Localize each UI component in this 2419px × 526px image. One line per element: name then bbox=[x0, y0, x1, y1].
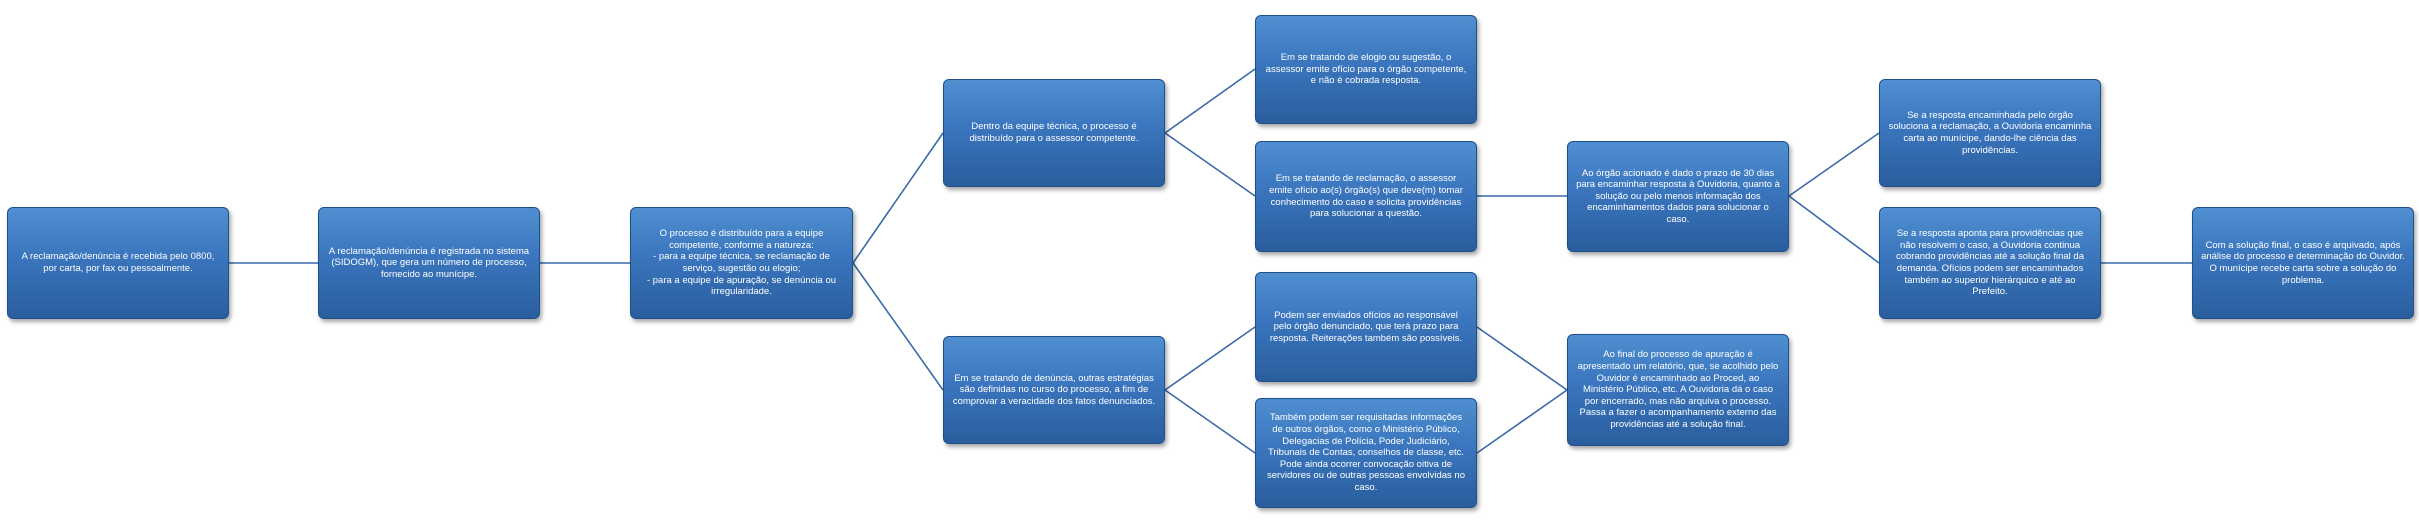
technical-team-node: Dentro da equipe técnica, o processo é d… bbox=[943, 79, 1165, 187]
resolved-response-text: Se a resposta encaminhada pelo órgão sol… bbox=[1888, 109, 2092, 156]
resolved-response-node: Se a resposta encaminhada pelo órgão sol… bbox=[1879, 79, 2101, 187]
complaint-investigation-text: Em se tratando de denúncia, outras estra… bbox=[952, 372, 1156, 407]
step-receipt-node: A reclamação/denúncia é recebida pelo 08… bbox=[7, 207, 229, 319]
official-letters-text: Podem ser enviados ofícios ao responsáve… bbox=[1269, 309, 1463, 344]
praise-suggestion-text: Em se tratando de elogio ou sugestão, o … bbox=[1265, 52, 1467, 87]
case-archived-node: Com a solução final, o caso é arquivado,… bbox=[2192, 207, 2414, 319]
unresolved-response-node: Se a resposta aponta para providências q… bbox=[1879, 207, 2101, 319]
unresolved-response-text: Se a resposta aponta para providências q… bbox=[1895, 228, 2084, 298]
information-requests-node: Também podem ser requisitadas informaçõe… bbox=[1255, 398, 1477, 508]
complaint-office-node: Em se tratando de reclamação, o assessor… bbox=[1255, 141, 1477, 252]
information-requests-text: Também podem ser requisitadas informaçõe… bbox=[1266, 412, 1466, 493]
connector-n3-n5 bbox=[852, 262, 944, 391]
step-registration-node: A reclamação/denúncia é registrada no si… bbox=[318, 207, 540, 319]
investigation-report-text: Ao final do processo de apuração é apres… bbox=[1577, 349, 1779, 430]
complaint-office-text: Em se tratando de reclamação, o assessor… bbox=[1269, 173, 1463, 220]
connector-n5-n8 bbox=[1164, 326, 1256, 391]
connector-n8-n11 bbox=[1476, 326, 1568, 391]
complaint-investigation-node: Em se tratando de denúncia, outras estra… bbox=[943, 336, 1165, 444]
connector-n4-n7 bbox=[1164, 132, 1256, 197]
step-registration-text: A reclamação/denúncia é registrada no si… bbox=[328, 245, 530, 280]
step-receipt-text: A reclamação/denúncia é recebida pelo 08… bbox=[21, 251, 215, 274]
connector-n4-n6 bbox=[1164, 68, 1256, 134]
response-deadline-node: Ao órgão acionado é dado o prazo de 30 d… bbox=[1567, 141, 1789, 252]
investigation-report-node: Ao final do processo de apuração é apres… bbox=[1567, 334, 1789, 446]
connector-n9-n11 bbox=[1476, 389, 1568, 454]
case-archived-text: Com a solução final, o caso é arquivado,… bbox=[2201, 239, 2405, 286]
technical-team-text: Dentro da equipe técnica, o processo é d… bbox=[969, 121, 1139, 144]
connector-n5-n9 bbox=[1164, 389, 1256, 454]
praise-suggestion-node: Em se tratando de elogio ou sugestão, o … bbox=[1255, 15, 1477, 124]
connector-n10-n12 bbox=[1788, 132, 1880, 197]
connector-n3-n4 bbox=[852, 132, 944, 264]
connector-n10-n13 bbox=[1788, 195, 1880, 264]
official-letters-node: Podem ser enviados ofícios ao responsáve… bbox=[1255, 272, 1477, 382]
step-distribution-node: O processo é distribuído para a equipe c… bbox=[630, 207, 853, 319]
response-deadline-text: Ao órgão acionado é dado o prazo de 30 d… bbox=[1576, 167, 1780, 225]
step-distribution-text: O processo é distribuído para a equipe c… bbox=[646, 228, 837, 298]
